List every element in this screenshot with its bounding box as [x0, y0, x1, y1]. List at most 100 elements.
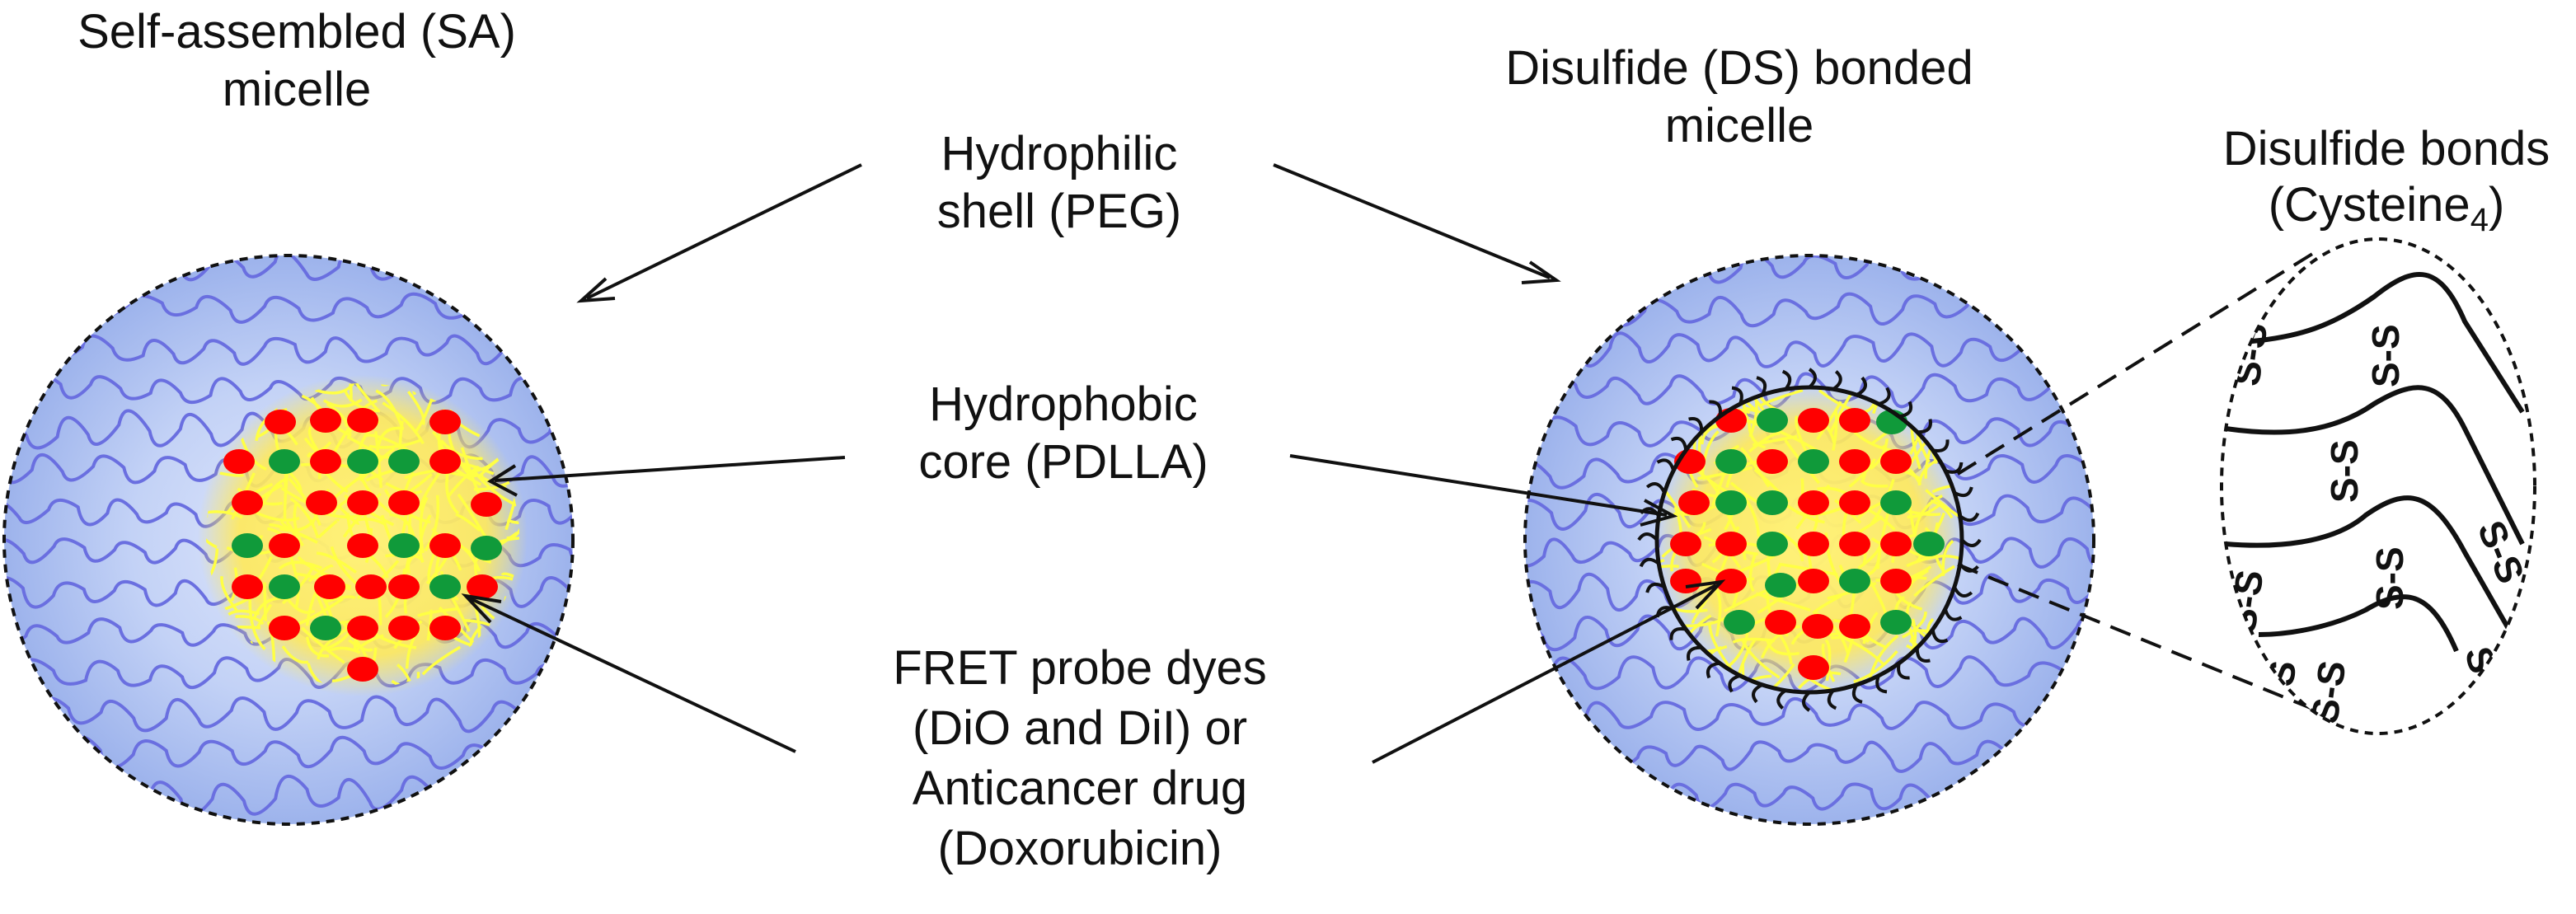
- core-chain: [1756, 592, 1811, 612]
- arrow-dye-to-ds: [1372, 579, 1726, 764]
- core-chain: [206, 548, 219, 590]
- core-chain: [1752, 434, 1798, 447]
- core-chain: [279, 520, 307, 539]
- core-chain: [368, 438, 423, 449]
- core-chain: [206, 510, 243, 519]
- crosslink-hook: [1670, 436, 1688, 451]
- sa-micelle: [2, 254, 575, 826]
- core-chain: [297, 598, 344, 626]
- crosslink-hook: [1645, 482, 1666, 494]
- core-chain: [1684, 616, 1728, 628]
- core-chain: [500, 572, 519, 584]
- shell-label-line2: shell (PEG): [937, 185, 1182, 238]
- green-dye: [1715, 449, 1747, 474]
- core-chain: [1925, 489, 1962, 523]
- core-chain: [1870, 438, 1889, 471]
- core-chain: [455, 513, 481, 532]
- crosslink-hook: [1932, 439, 1950, 452]
- ds-title-line1: Disulfide (DS) bonded: [1505, 41, 1973, 95]
- core-chain: [1743, 495, 1761, 537]
- green-dye: [1757, 408, 1788, 433]
- crosslink-hook: [1832, 370, 1842, 391]
- core-chain: [324, 595, 356, 604]
- core-chain: [439, 439, 483, 461]
- red-dye: [355, 574, 387, 599]
- ds-title-line2: micelle: [1665, 99, 1814, 152]
- red-dye: [310, 408, 341, 433]
- red-dye: [232, 490, 263, 515]
- crosslink-hook: [1639, 557, 1660, 568]
- crosslink-hook: [1960, 538, 1982, 547]
- bonds-title-line2: (Cysteine4): [2269, 178, 2505, 238]
- core-chain: [1708, 624, 1734, 673]
- disulfide-zoom: S-S S-S S-S S-S S-S S-S S-S S-S S-S S-S: [2220, 237, 2536, 735]
- ss-bond-4: S-S: [2323, 439, 2366, 503]
- zoom-line-top: [1956, 250, 2318, 476]
- core-chain: [256, 603, 273, 628]
- core-chain: [421, 645, 462, 676]
- red-dye: [429, 449, 461, 474]
- ss-bond-6: S-S: [2368, 546, 2411, 610]
- dye-label-line4: (Doxorubicin): [938, 822, 1222, 875]
- shell-label-line1: Hydrophilic: [941, 127, 1178, 180]
- crosslink-hook: [1827, 689, 1837, 710]
- red-dye: [269, 616, 300, 640]
- red-dye: [1798, 532, 1829, 556]
- crosslink-hook: [1878, 387, 1891, 406]
- core-chain: [326, 402, 349, 428]
- green-dye: [1765, 573, 1796, 598]
- core-chain: [317, 518, 340, 539]
- core-chain: [260, 477, 287, 508]
- core-chain: [1697, 466, 1753, 480]
- core-chain: [1848, 457, 1876, 488]
- core-chain: [1817, 486, 1848, 495]
- crosslink-hook: [1645, 582, 1666, 593]
- red-dye: [265, 410, 296, 434]
- red-dye: [232, 574, 263, 599]
- crosslink-hook: [1776, 689, 1787, 710]
- red-dye: [467, 574, 498, 599]
- core-chain: [1913, 494, 1943, 536]
- red-dye: [1798, 569, 1829, 593]
- red-dye: [314, 574, 345, 599]
- red-dye: [1798, 408, 1829, 433]
- crosslink-hook: [1945, 462, 1964, 474]
- core-chain: [332, 472, 367, 500]
- green-dye: [1839, 569, 1870, 593]
- red-dye: [1839, 408, 1870, 433]
- ds-micelle: [1523, 254, 2095, 826]
- zoom-fill: [2222, 239, 2535, 734]
- crosslink-hook: [1959, 512, 1980, 523]
- sa-title-line1: Self-assembled (SA): [77, 5, 516, 59]
- core-chain: [293, 501, 304, 547]
- crosslink-hook: [1656, 458, 1676, 471]
- crosslink-hook: [1709, 400, 1722, 417]
- core-chain: [206, 529, 218, 549]
- green-dye: [347, 449, 378, 474]
- dye-label-line3: Anticancer drug: [913, 762, 1247, 815]
- core-chain: [349, 437, 381, 457]
- green-dye: [388, 449, 420, 474]
- red-dye: [1880, 569, 1912, 593]
- core-chain: [506, 517, 519, 525]
- core-chain: [1812, 594, 1842, 615]
- core-chain: [1748, 432, 1781, 453]
- red-dye: [1670, 532, 1701, 556]
- core-chain: [1740, 638, 1781, 679]
- red-dye: [347, 490, 378, 515]
- red-dye: [1765, 610, 1796, 635]
- core-chain: [1860, 479, 1889, 488]
- ss-bond-3: S-S: [2364, 324, 2407, 387]
- red-dye: [1670, 569, 1701, 593]
- core-chain: [289, 497, 320, 539]
- crosslink-hook: [1802, 691, 1811, 712]
- arrow-core-to-ds: [1289, 454, 1678, 527]
- core-chain: [287, 598, 316, 614]
- green-dye: [471, 536, 502, 560]
- red-dye: [1839, 532, 1870, 556]
- sa-outline: [2, 254, 575, 826]
- core-chain: [1868, 635, 1899, 680]
- red-dye: [1715, 569, 1747, 593]
- green-dye: [310, 616, 341, 640]
